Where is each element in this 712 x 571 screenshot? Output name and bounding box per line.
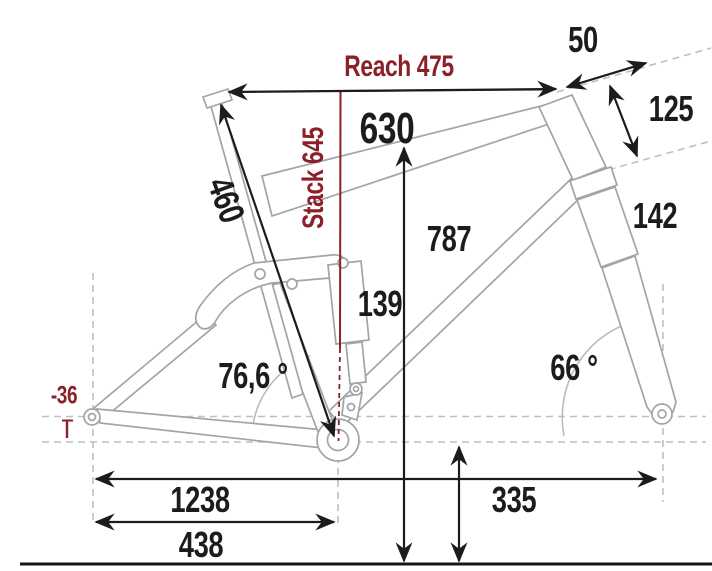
saddle-clamp [201, 87, 234, 110]
head-tube-arrow [608, 84, 639, 158]
head-angle-label: 66 ° [550, 347, 598, 388]
reach-label: Reach 475 [344, 50, 454, 83]
bb-drop-label: -36 [50, 381, 78, 410]
stem-arrow [565, 60, 648, 90]
link-pivot [346, 402, 356, 412]
stack-label: Stack 645 [297, 127, 330, 229]
rear-travel-label: 139 [357, 283, 403, 324]
seat-angle-label: 76,6 ° [218, 355, 288, 396]
fork-stanchion [575, 185, 640, 269]
chainstay-label: 438 [178, 524, 224, 565]
seat-tube-arrow [218, 103, 337, 438]
head-tube [537, 93, 608, 182]
measurement-arrows [94, 60, 658, 563]
wheelbase-label: 1238 [170, 479, 230, 520]
fork-travel-label: 142 [632, 195, 678, 236]
fork-lowers [600, 254, 677, 420]
fork-crown [568, 165, 619, 201]
rear-axle [87, 412, 97, 422]
head-angle-arc [561, 320, 636, 437]
rocker-pivot-2 [286, 278, 298, 290]
top-tube-label: 630 [359, 104, 415, 153]
shock-eyelet-bolt [352, 385, 360, 393]
headtube-bottom-extension [596, 140, 712, 174]
shock-shaft [345, 341, 367, 385]
bb-height-label: 335 [491, 479, 537, 520]
rocker-pivot-1 [254, 268, 266, 280]
head-tube-label: 125 [648, 88, 694, 129]
stack-line-solid [339, 91, 342, 349]
front-axle [657, 409, 667, 419]
seatstay [92, 312, 218, 421]
standover-label: 787 [426, 218, 472, 259]
seatpost [208, 98, 305, 400]
top-tube-arrow [227, 80, 558, 101]
stack-line-dashed [337, 347, 341, 442]
stem-label: 50 [568, 19, 598, 60]
